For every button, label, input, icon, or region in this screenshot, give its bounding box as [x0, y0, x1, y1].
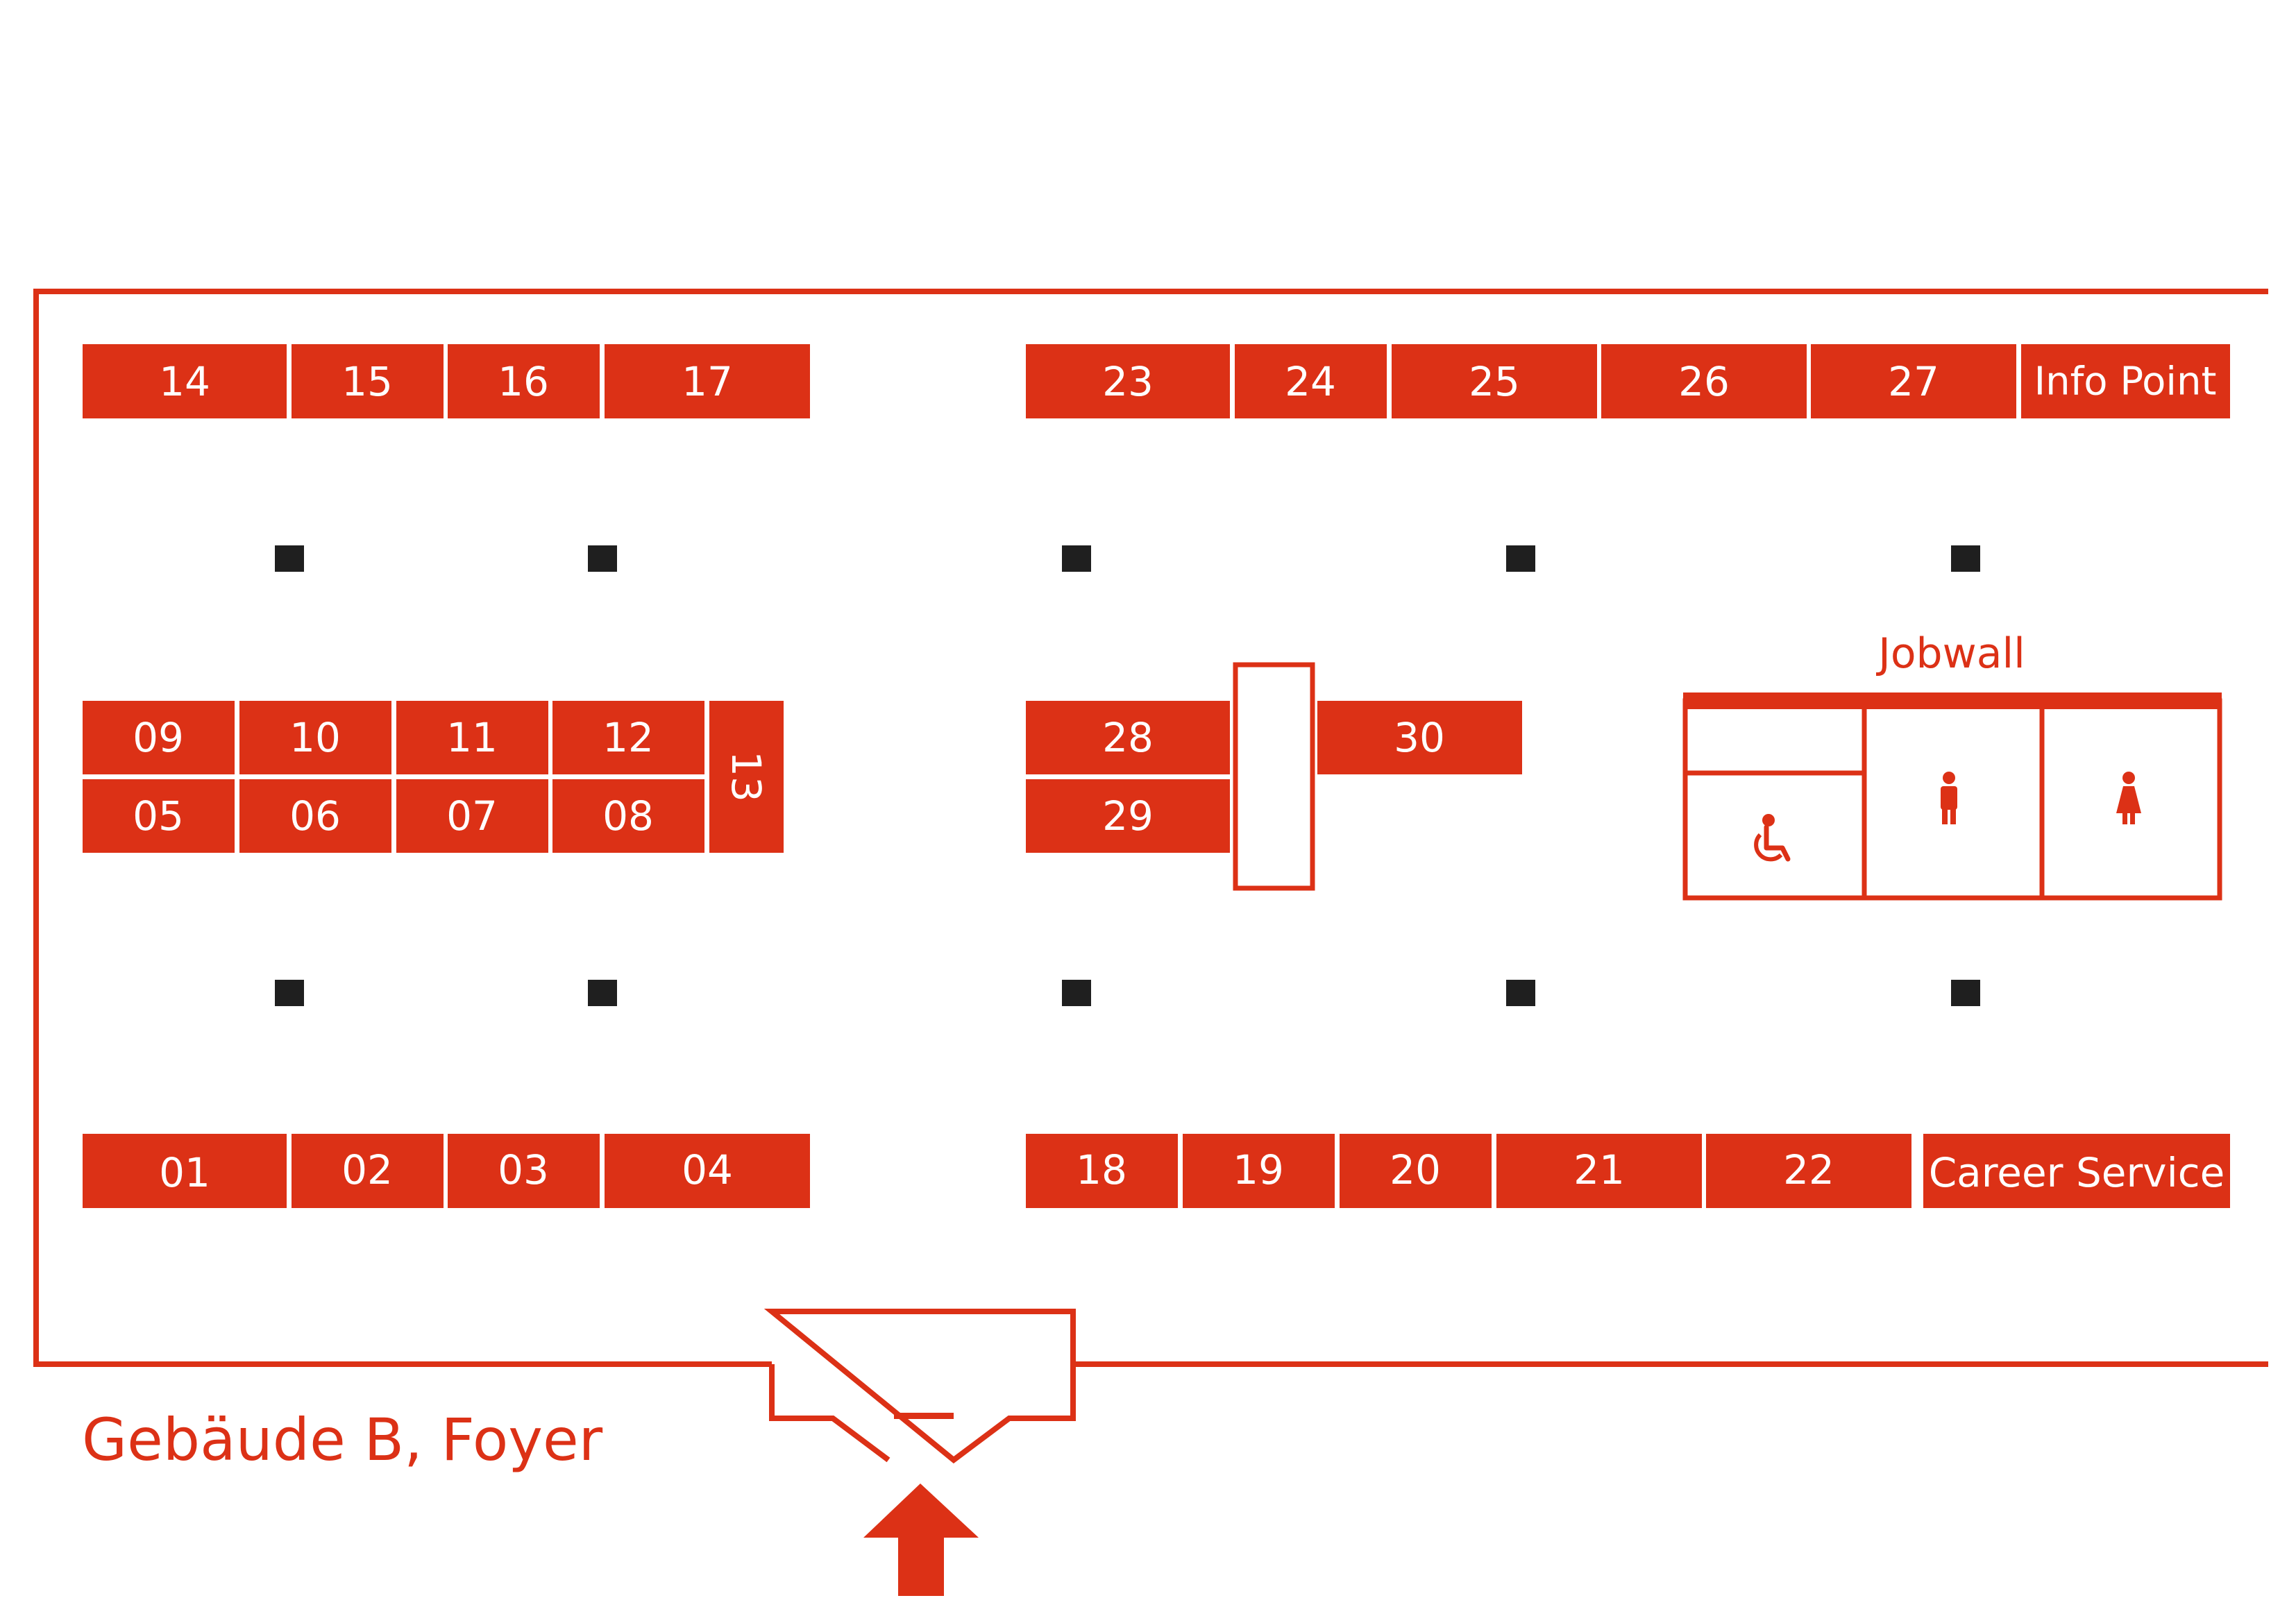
booth-13[interactable]: 13 — [709, 701, 784, 853]
booth-04[interactable]: 04 — [605, 1134, 810, 1208]
booth-05[interactable]: 05 — [83, 779, 235, 853]
pillar — [588, 545, 617, 572]
booth-22-label: 22 — [1783, 1146, 1834, 1193]
booth-06[interactable]: 06 — [239, 779, 391, 853]
building-outline — [33, 289, 2268, 1367]
booth-10-label: 10 — [289, 714, 341, 761]
booth-11-label: 11 — [446, 714, 498, 761]
pillar — [1062, 545, 1091, 572]
pillar — [588, 980, 617, 1006]
booth-23[interactable]: 23 — [1026, 344, 1230, 418]
booth-02[interactable]: 02 — [292, 1134, 444, 1208]
booth-22[interactable]: 22 — [1706, 1134, 1911, 1208]
pillars — [275, 545, 1980, 1006]
map-title: Gebäude B, Foyer — [82, 1406, 603, 1474]
booth-08-label: 08 — [602, 792, 654, 840]
pillar — [275, 545, 304, 572]
booth-17[interactable]: 17 — [605, 344, 810, 418]
booth-24-label: 24 — [1285, 358, 1336, 405]
pillar — [1951, 545, 1980, 572]
booth-12-label: 12 — [602, 714, 654, 761]
booth-16[interactable]: 16 — [448, 344, 600, 418]
booth-03[interactable]: 03 — [448, 1134, 600, 1208]
booth-30[interactable]: 30 — [1317, 701, 1522, 774]
central-counter — [1233, 662, 1315, 891]
pillar — [1062, 980, 1091, 1006]
booth-25[interactable]: 25 — [1392, 344, 1597, 418]
booth-15[interactable]: 15 — [292, 344, 444, 418]
male-restroom-icon — [1941, 772, 1957, 824]
booth-19[interactable]: 19 — [1183, 1134, 1335, 1208]
pillar — [1506, 545, 1535, 572]
booth-08[interactable]: 08 — [552, 779, 704, 853]
booth-21-label: 21 — [1573, 1146, 1625, 1193]
booth-27-label: 27 — [1888, 358, 1939, 405]
booth-06-label: 06 — [289, 792, 341, 840]
jobwall-label: Jobwall — [1875, 629, 2025, 678]
booth-09-label: 09 — [133, 714, 184, 761]
booth-02-label: 02 — [341, 1146, 393, 1193]
entrance-vestibule — [763, 1309, 1076, 1464]
entrance — [763, 1309, 1076, 1596]
booth-18-label: 18 — [1076, 1146, 1127, 1193]
booth-23-label: 23 — [1102, 358, 1154, 405]
booth-29-label: 29 — [1102, 792, 1154, 840]
booth-11[interactable]: 11 — [396, 701, 548, 774]
booth-03-label: 03 — [498, 1146, 549, 1193]
booth-30-label: 30 — [1394, 714, 1445, 761]
booth-04-label: 04 — [682, 1146, 733, 1193]
pillar — [1951, 980, 1980, 1006]
pillar — [1506, 980, 1535, 1006]
booth-07-label: 07 — [446, 792, 498, 840]
booth-20[interactable]: 20 — [1340, 1134, 1492, 1208]
booth-18[interactable]: 18 — [1026, 1134, 1178, 1208]
booth-01-label: 01 — [159, 1149, 210, 1196]
booth-26[interactable]: 26 — [1601, 344, 1807, 418]
booth-07[interactable]: 07 — [396, 779, 548, 853]
booth-21[interactable]: 21 — [1496, 1134, 1702, 1208]
booth-01[interactable]: 01 — [83, 1134, 287, 1208]
booth-27[interactable]: 27 — [1811, 344, 2016, 418]
info-point[interactable]: Info Point — [2021, 344, 2230, 418]
booth-12[interactable]: 12 — [552, 701, 704, 774]
booth-29[interactable]: 29 — [1026, 779, 1230, 853]
entrance-arrow-icon — [863, 1484, 979, 1596]
booth-24[interactable]: 24 — [1235, 344, 1387, 418]
wheelchair-icon — [1754, 814, 1791, 862]
pillar — [275, 980, 304, 1006]
booth-17-label: 17 — [682, 358, 733, 405]
booth-25-label: 25 — [1469, 358, 1520, 405]
restroom-outline — [1682, 698, 2222, 901]
booth-14-label: 14 — [159, 358, 210, 405]
booth-20-label: 20 — [1390, 1146, 1441, 1193]
booth-14[interactable]: 14 — [83, 344, 287, 418]
info-point-label: Info Point — [2034, 359, 2217, 405]
booth-09[interactable]: 09 — [83, 701, 235, 774]
booth-05-label: 05 — [133, 792, 184, 840]
booth-28-label: 28 — [1102, 714, 1154, 761]
restroom-block — [1682, 698, 2222, 901]
booth-10[interactable]: 10 — [239, 701, 391, 774]
career-service[interactable]: Career Service — [1923, 1134, 2230, 1208]
booth-16-label: 16 — [498, 358, 549, 405]
booth-15-label: 15 — [341, 358, 393, 405]
entrance-door-bar — [894, 1413, 954, 1419]
booth-19-label: 19 — [1233, 1146, 1284, 1193]
booth-28[interactable]: 28 — [1026, 701, 1230, 774]
female-restroom-icon — [2116, 772, 2141, 824]
booth-13-label: 13 — [723, 751, 770, 802]
career-service-label: Career Service — [1929, 1149, 2225, 1196]
booth-26-label: 26 — [1678, 358, 1730, 405]
